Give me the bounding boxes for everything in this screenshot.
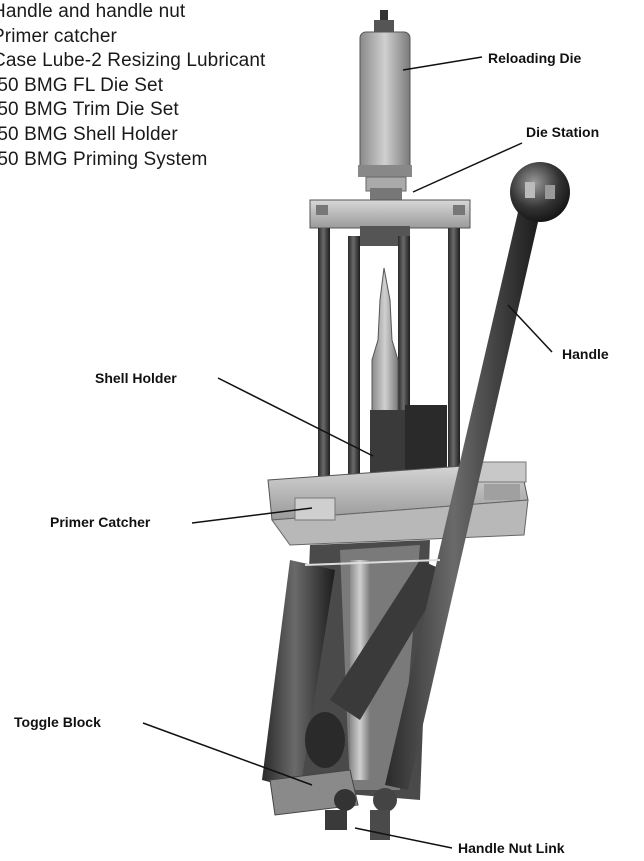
label-toggle-block: Toggle Block	[14, 714, 101, 730]
linkage-arms	[262, 560, 448, 790]
parts-list-item: Handle and handle nut	[0, 1, 186, 22]
parts-list-item: .50 BMG FL Die Set	[0, 74, 164, 96]
leader-reloading-die	[402, 56, 483, 71]
handle-nut-link	[325, 810, 390, 840]
parts-list-item: .50 BMG Priming System	[0, 148, 208, 170]
parts-list-item: .50 BMG Trim Die Set	[0, 99, 179, 121]
leader-handle-nut-link	[354, 827, 453, 849]
parts-list-item: Primer catcher	[0, 25, 117, 47]
leader-handle	[507, 304, 553, 353]
handle-lever	[385, 212, 538, 790]
label-reloading-die: Reloading Die	[488, 50, 582, 66]
label-handle-nut-link: Handle Nut Link	[458, 840, 565, 856]
leader-lines	[142, 56, 553, 849]
parts-list-item: Case Lube-2 Resizing Lubricant	[0, 50, 266, 72]
press-columns	[318, 228, 460, 488]
label-shell-holder: Shell Holder	[95, 370, 177, 386]
die-station	[309, 199, 471, 246]
leader-toggle-block	[142, 722, 313, 786]
leader-die-station	[412, 142, 523, 193]
leader-primer-catcher	[191, 507, 313, 524]
toggle-block	[269, 769, 397, 816]
leader-shell-holder	[217, 377, 374, 457]
label-handle: Handle	[562, 346, 609, 362]
reloading-die	[358, 10, 412, 202]
parts-list-item: .50 BMG Shell Holder	[0, 123, 178, 145]
handle-ball	[510, 162, 570, 222]
primer-catcher	[294, 497, 336, 521]
label-primer-catcher: Primer Catcher	[50, 514, 151, 530]
parts-list: Handle and handle nut Primer catcher Cas…	[0, 0, 265, 172]
label-die-station: Die Station	[526, 124, 600, 140]
